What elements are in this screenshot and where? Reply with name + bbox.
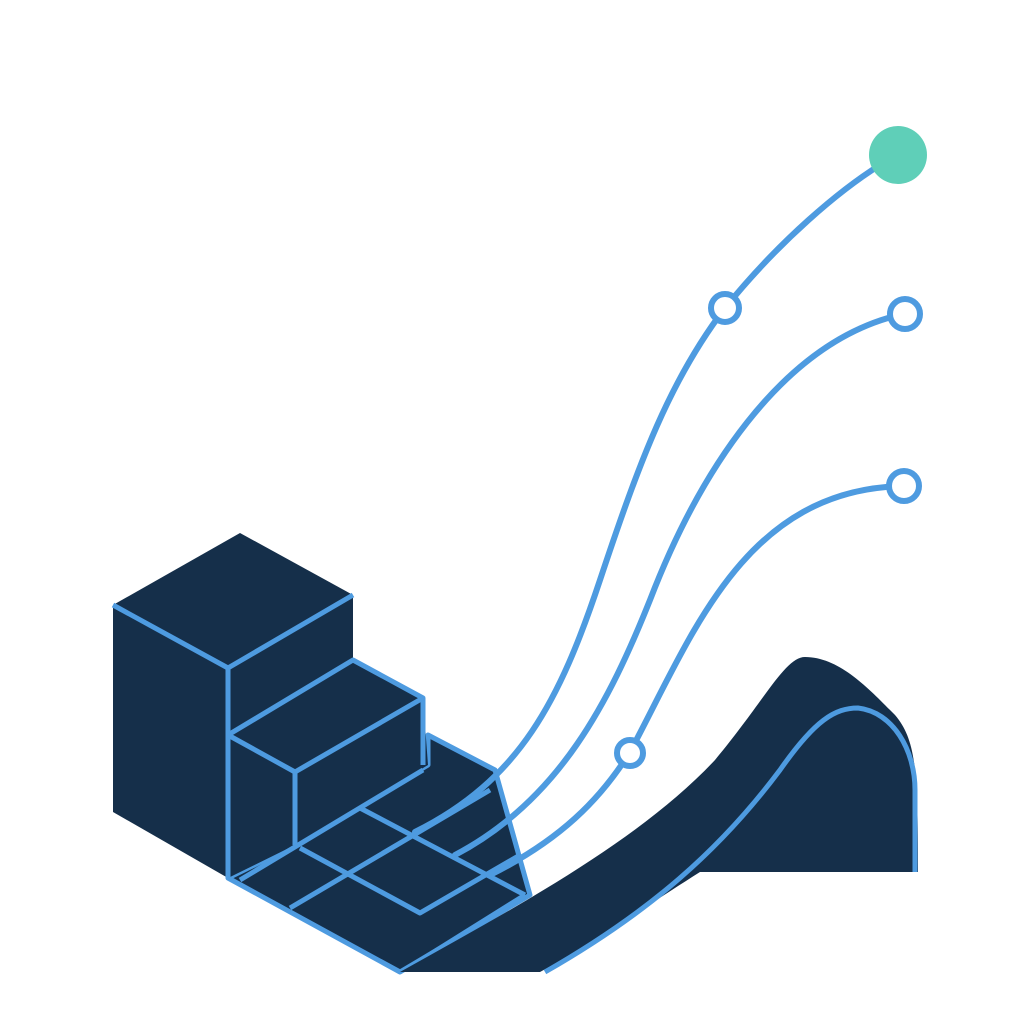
node-middle-end — [887, 296, 923, 332]
curve-middle — [452, 315, 891, 858]
node-bottom-mid — [614, 737, 646, 769]
curve-bottom — [487, 484, 889, 878]
isometric-steps-icon — [111, 533, 533, 975]
node-bottom-end — [886, 468, 922, 504]
step-front — [228, 735, 295, 878]
goal-dot-icon — [869, 126, 927, 184]
curve-nodes — [614, 291, 923, 769]
tall-block-side — [228, 595, 353, 735]
curve-top — [412, 162, 883, 835]
step-top — [228, 660, 423, 772]
node-top-mid — [708, 291, 742, 325]
step-side — [295, 698, 428, 845]
growth-curves-icon — [412, 162, 891, 878]
tall-block-front — [113, 605, 228, 878]
tall-block-top — [113, 533, 353, 668]
wave-hill-icon — [400, 657, 918, 975]
